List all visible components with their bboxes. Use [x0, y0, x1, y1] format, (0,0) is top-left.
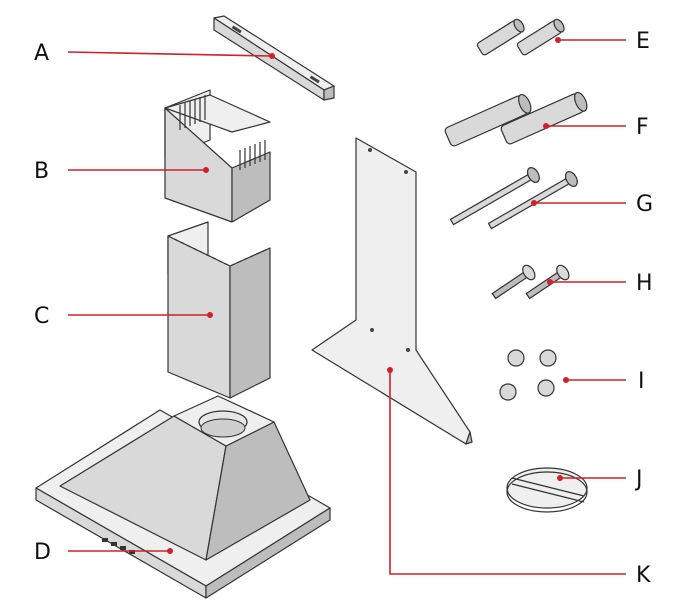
lower-chimney-icon: [167, 221, 271, 399]
svg-text:I: I: [638, 369, 645, 394]
label-b: B: [34, 159, 209, 184]
svg-text:G: G: [636, 192, 653, 217]
mounting-bracket-icon: [213, 15, 335, 101]
short-screw-icon: [491, 264, 570, 300]
flange-cover-icon: [506, 467, 588, 513]
svg-text:D: D: [34, 540, 51, 565]
svg-text:H: H: [636, 271, 653, 296]
svg-text:K: K: [636, 563, 651, 588]
label-h: H: [547, 271, 653, 296]
label-d: D: [34, 540, 173, 565]
small-wall-plug-icon: [476, 18, 565, 56]
label-i: I: [563, 369, 645, 394]
label-f: F: [543, 115, 649, 140]
hood-body-icon: [35, 395, 331, 599]
svg-text:A: A: [34, 41, 49, 66]
label-g: G: [531, 192, 653, 217]
svg-text:J: J: [634, 467, 643, 492]
label-e: E: [555, 29, 650, 54]
svg-text:C: C: [34, 304, 49, 329]
svg-text:E: E: [636, 29, 650, 54]
svg-text:F: F: [636, 115, 649, 140]
label-j: J: [557, 467, 643, 492]
large-wall-plug-icon: [444, 91, 588, 147]
svg-text:B: B: [34, 159, 49, 184]
label-a: A: [34, 41, 275, 66]
upper-chimney-icon: [164, 89, 271, 223]
small-screws-icon: [499, 349, 557, 401]
long-screw-icon: [449, 167, 578, 230]
label-k: K: [387, 367, 651, 588]
back-panel-icon: [311, 137, 473, 445]
label-c: C: [34, 304, 213, 329]
